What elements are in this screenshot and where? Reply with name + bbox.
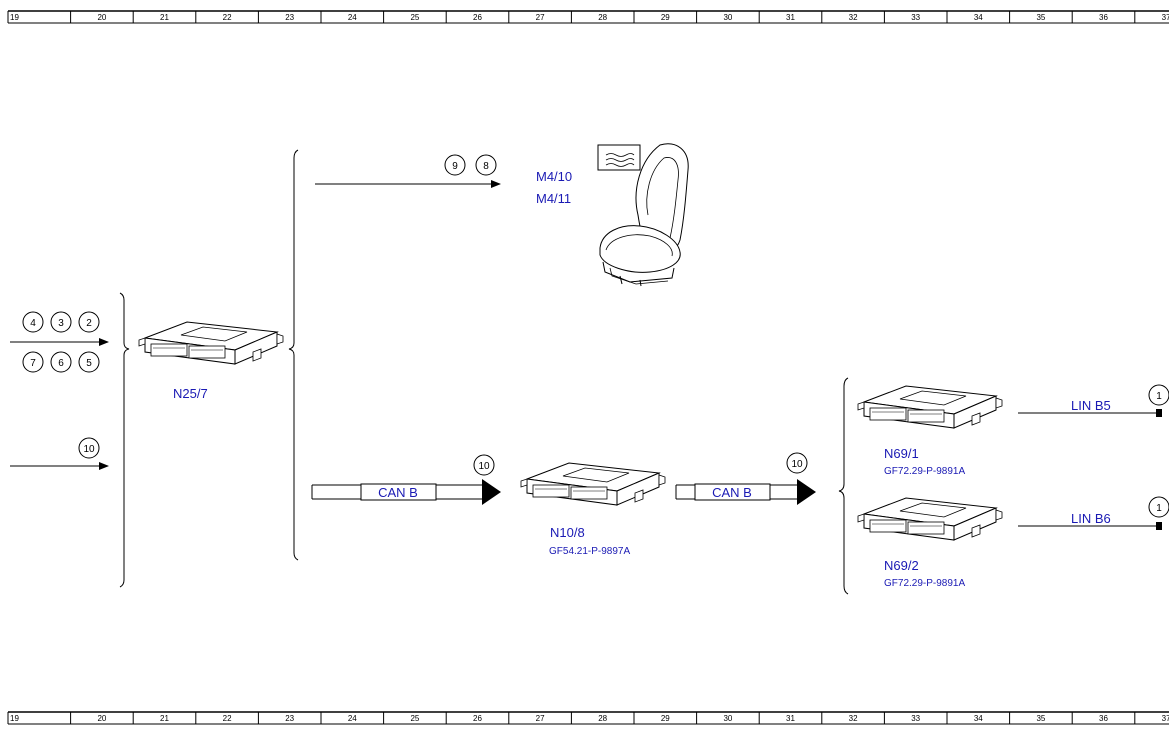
callout-number: 2 (86, 318, 92, 329)
ruler-number: 33 (911, 13, 920, 22)
module-ref-n69-1: GF72.29-P-9891A (884, 466, 965, 477)
callout-number: 8 (483, 161, 489, 172)
ruler-number: 32 (849, 13, 858, 22)
ruler-bottom: 19 20 21 22 23 24 25 26 27 28 29 30 31 32 33 34 35 36 37 (7, 711, 1169, 725)
callout: 4 (22, 311, 44, 333)
lin-b6-label: LIN B6 (1071, 511, 1111, 526)
ruler-number: 19 (10, 13, 19, 22)
callout-number: 3 (58, 318, 64, 329)
ruler-number: 30 (723, 13, 732, 22)
ruler-number: 34 (974, 13, 983, 22)
ruler-number: 20 (97, 13, 106, 22)
callout-number: 6 (58, 358, 64, 369)
ruler-number: 36 (1099, 714, 1108, 723)
module-label-n69-1: N69/1 (884, 446, 919, 461)
seat-label-m4-10: M4/10 (536, 169, 572, 184)
can-bus-2: CAN B (675, 479, 816, 505)
module-label-n10-8: N10/8 (550, 525, 585, 540)
can-bus-label: CAN B (712, 485, 752, 500)
ruler-number: 26 (473, 13, 482, 22)
callout-number: 7 (30, 358, 36, 369)
input-bracket (119, 292, 130, 588)
ruler-number: 20 (97, 714, 106, 723)
ruler-number: 33 (911, 714, 920, 723)
callout-number: 10 (791, 459, 803, 470)
ruler-number: 35 (1036, 714, 1045, 723)
ruler-number: 36 (1099, 13, 1108, 22)
callout: 10 (473, 454, 495, 476)
callout: 8 (475, 154, 497, 176)
module-ref-n69-2: GF72.29-P-9891A (884, 578, 965, 589)
callout: 10 (786, 452, 808, 474)
module-n69-1 (857, 385, 1003, 429)
ruler-number: 26 (473, 714, 482, 723)
ruler-number: 19 (10, 714, 19, 723)
module-n25-7 (138, 321, 284, 365)
can-bus-1: CAN B (311, 479, 501, 505)
ruler-number: 30 (723, 714, 732, 723)
output-bracket (288, 149, 299, 561)
callout: 9 (444, 154, 466, 176)
callout-number: 10 (478, 461, 490, 472)
ruler-number: 23 (285, 13, 294, 22)
callout: 1 (1148, 384, 1169, 406)
module-n69-2 (857, 497, 1003, 541)
callout-number: 9 (452, 161, 458, 172)
lin-bracket (838, 377, 849, 595)
callout-number: 1 (1156, 503, 1162, 514)
ruler-number: 24 (348, 714, 357, 723)
lin-b5-arrowhead (1156, 409, 1162, 417)
ruler-number: 25 (410, 13, 419, 22)
ruler-number: 35 (1036, 13, 1045, 22)
ruler-number: 28 (598, 13, 607, 22)
callout-number: 1 (1156, 391, 1162, 402)
module-ref-n10-8: GF54.21-P-9897A (549, 546, 630, 557)
callout: 3 (50, 311, 72, 333)
ruler-number: 34 (974, 714, 983, 723)
callout: 7 (22, 351, 44, 373)
seat-icon (597, 143, 689, 287)
callout: 5 (78, 351, 100, 373)
ruler-number: 23 (285, 714, 294, 723)
module-label-n69-2: N69/2 (884, 558, 919, 573)
callout: 2 (78, 311, 100, 333)
seat-label-m4-11: M4/11 (536, 191, 571, 206)
ruler-number: 28 (598, 714, 607, 723)
ruler-number: 22 (223, 714, 232, 723)
ruler-number: 32 (849, 714, 858, 723)
lin-b5-label: LIN B5 (1071, 398, 1111, 413)
ruler-number: 37 (1162, 13, 1169, 22)
ruler-number: 31 (786, 714, 795, 723)
ruler-number: 29 (661, 714, 670, 723)
ruler-number: 31 (786, 13, 795, 22)
ruler-number: 24 (348, 13, 357, 22)
ruler-number: 25 (410, 714, 419, 723)
callout-number: 10 (83, 444, 95, 455)
ruler-number: 27 (536, 714, 545, 723)
ruler-number: 22 (223, 13, 232, 22)
callout: 10 (78, 437, 100, 459)
ruler-number: 37 (1162, 714, 1169, 723)
ruler-top: 19 20 21 22 23 24 25 26 27 28 29 30 31 32 33 34 35 36 37 (7, 10, 1169, 24)
ruler-number: 29 (661, 13, 670, 22)
callout-number: 4 (30, 318, 36, 329)
callout: 6 (50, 351, 72, 373)
ruler-number: 21 (160, 13, 169, 22)
callout-number: 5 (86, 358, 92, 369)
can-bus-label: CAN B (378, 485, 418, 500)
callout: 1 (1148, 496, 1169, 518)
module-label-n25-7: N25/7 (173, 386, 208, 401)
ruler-number: 21 (160, 714, 169, 723)
ruler-number: 27 (536, 13, 545, 22)
module-n10-8 (520, 462, 666, 506)
lin-b6-arrowhead (1156, 522, 1162, 530)
